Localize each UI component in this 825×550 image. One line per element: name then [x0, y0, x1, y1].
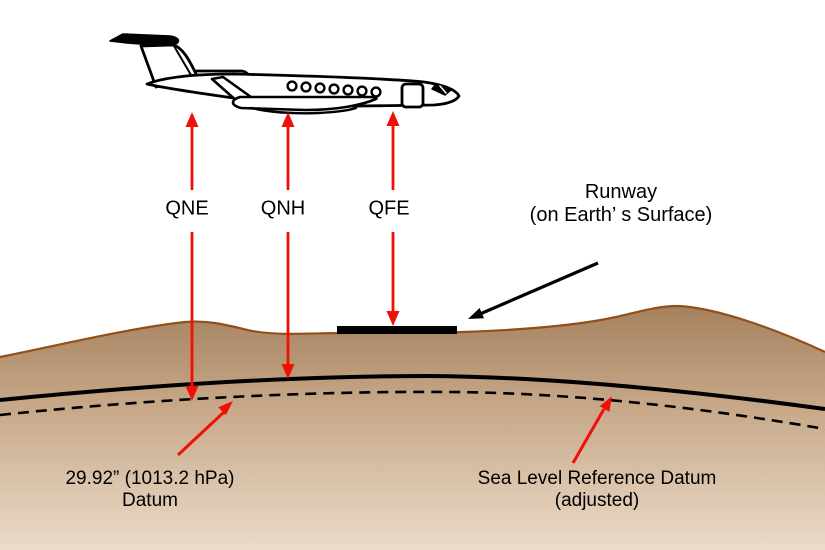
pressure-datum-label-line1: 29.92” (1013.2 hPa) — [65, 468, 235, 489]
pressure-datum-pointer-arrowhead — [218, 401, 233, 416]
qfe-arrow — [386, 111, 400, 326]
airplane-window — [300, 81, 312, 93]
sea-level-pointer-line — [571, 408, 606, 464]
qnh-arrowhead-top — [281, 112, 295, 127]
sea-level-datum-curve — [0, 373, 825, 411]
airplane-cockpit-divider — [439, 85, 447, 94]
pressure-datum-label: 29.92” (1013.2 hPa) Datum — [65, 468, 234, 512]
airplane-rudder-line — [173, 45, 192, 76]
pressure-datum-pointer-arrow — [176, 401, 233, 457]
qnh-arrowhead-bottom — [281, 364, 295, 379]
airplane-icon — [109, 33, 461, 115]
runway-bar — [337, 326, 457, 334]
sea-level-datum-label-line1: Sea Level Reference Datum — [477, 468, 717, 489]
qfe-arrowhead-top — [386, 111, 400, 126]
qne-arrowhead-top — [185, 112, 199, 127]
qne-arrowhead-bottom — [185, 386, 199, 401]
qne-label: QNE — [165, 197, 209, 220]
airplane-door — [400, 82, 425, 109]
airplane-belly-line — [250, 106, 358, 115]
airplane-cockpit-window — [431, 83, 453, 96]
runway-pointer-arrow — [479, 261, 599, 316]
airplane-window — [314, 82, 326, 94]
sea-level-datum-label: Sea Level Reference Datum (adjusted) — [478, 468, 717, 512]
pressure-datum-label-line2: Datum — [122, 490, 178, 511]
qfe-arrowhead-bottom — [386, 311, 400, 326]
terrain-surface-outline — [0, 304, 825, 359]
sea-level-pointer-arrowhead — [599, 396, 612, 412]
sea-level-pointer-arrow — [571, 396, 612, 464]
pressure-datum-dashed-curve — [0, 390, 825, 431]
airplane-window — [286, 80, 298, 92]
sea-level-datum-label-line2: (adjusted) — [554, 490, 640, 511]
qfe-label: QFE — [368, 197, 410, 220]
airplane-wing — [231, 95, 378, 112]
airplane-window — [328, 83, 340, 95]
qnh-arrow — [281, 112, 295, 379]
runway-pointer-arrowhead — [468, 308, 484, 319]
qnh-label: QNH — [260, 197, 306, 220]
airplane-window — [370, 86, 382, 98]
airplane-window — [342, 84, 354, 96]
runway-label-line1: Runway — [584, 181, 658, 203]
qne-arrow — [185, 112, 199, 401]
runway-label-line2: (on Earth’ s Surface) — [529, 204, 713, 226]
terrain-shape — [0, 306, 825, 550]
pressure-datum-pointer-line — [176, 410, 226, 457]
runway-label: Runway (on Earth’ s Surface) — [530, 181, 713, 227]
airplane-window — [356, 85, 368, 97]
